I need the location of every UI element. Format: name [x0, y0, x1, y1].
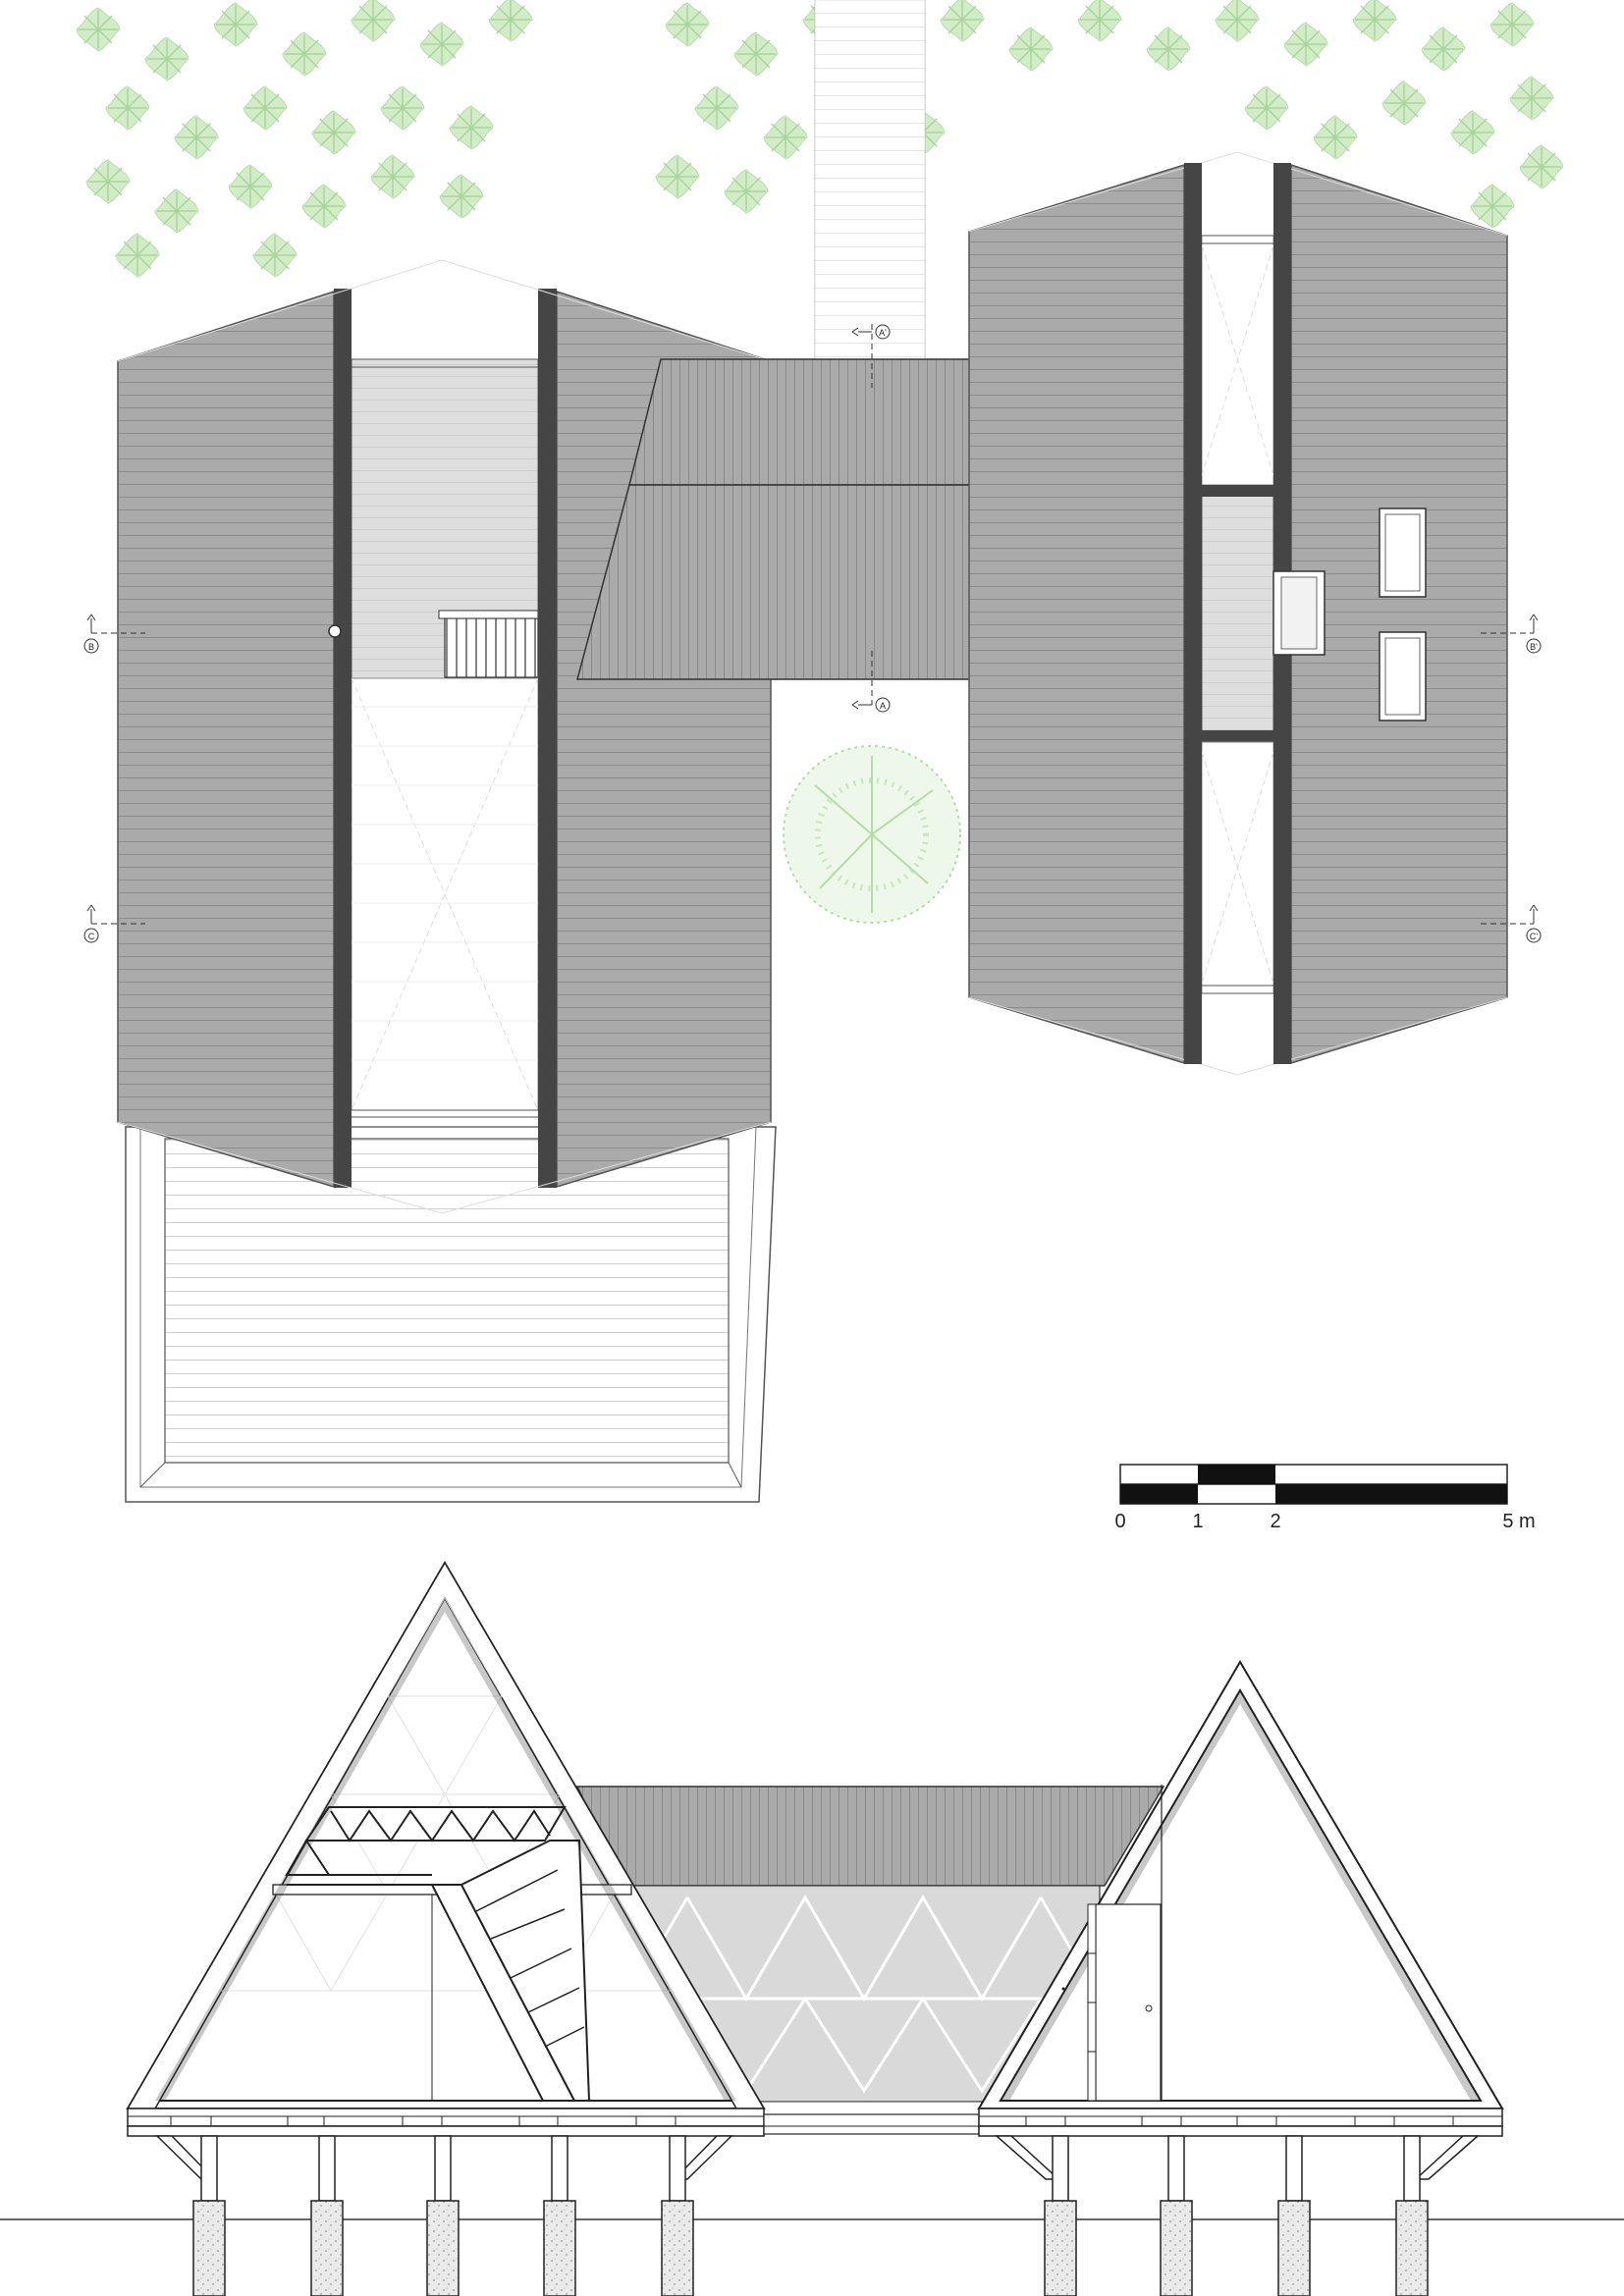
right-floor-platform: [978, 2108, 1503, 2137]
connector-roof: [575, 1786, 1165, 1887]
left-building-plan: [117, 259, 777, 1503]
section-label-c-left: C: [88, 932, 95, 941]
right-interior-door: [1095, 1903, 1162, 2102]
section-marker-b-right: B': [1481, 614, 1542, 654]
boardwalk-path: [814, 0, 926, 362]
left-stair-plan: [444, 617, 539, 678]
left-deck-plan: [125, 1126, 777, 1503]
scale-segment-1-2-top: [1198, 1465, 1275, 1484]
right-a-frame: [977, 1660, 1504, 2109]
footing: [426, 2200, 460, 2296]
section-marker-c-left: C: [83, 904, 145, 943]
scale-label-0: 0: [1114, 1511, 1125, 1532]
left-a-frame: [126, 1561, 766, 2109]
right-building-plan: [968, 151, 1508, 1076]
foundation-posts: [155, 2135, 1480, 2296]
section-marker-c-right: C': [1481, 904, 1542, 943]
skylight-south: [1379, 631, 1427, 721]
footing: [192, 2200, 226, 2296]
skylight-north: [1379, 507, 1427, 598]
section-label-a-top: A': [879, 328, 887, 338]
left-ridge-beam-east: [538, 289, 557, 1188]
scale-label-5m: 5 m: [1502, 1511, 1535, 1532]
scale-label-1: 1: [1192, 1511, 1203, 1532]
section-elevation: [0, 1561, 1624, 2296]
section-marker-b-left: B: [83, 614, 145, 654]
section-marker-a-top: A': [851, 324, 891, 388]
right-roof-west-plane: [968, 163, 1185, 1065]
footing: [1044, 2200, 1077, 2296]
left-ridge-beam-west: [334, 289, 352, 1188]
scale-bar: 0 1 2 5 m: [1114, 1464, 1536, 1532]
section-label-c-right: C': [1530, 932, 1538, 941]
section-marker-a-bottom: A: [851, 651, 891, 713]
scale-label-2: 2: [1270, 1511, 1280, 1532]
section-label-a-bottom: A: [880, 701, 886, 711]
scale-segment-2-5-bottom: [1275, 1484, 1507, 1504]
right-ridge-beam-west: [1184, 163, 1202, 1064]
section-label-b-left: B: [88, 642, 94, 652]
left-diagonal-truss: [430, 1840, 591, 2102]
scale-segment-0-1-bottom: [1120, 1484, 1198, 1504]
left-floor-platform: [127, 2108, 765, 2137]
footing: [1395, 2200, 1429, 2296]
right-glazed-bay: [1201, 495, 1274, 732]
vegetation-group: [76, 0, 1564, 924]
left-mezzanine-truss: [285, 1806, 567, 1886]
footing: [1160, 2200, 1193, 2296]
column-marker-icon: [328, 624, 342, 638]
section-markers: A' A B B': [83, 324, 1542, 943]
footing: [1277, 2200, 1311, 2296]
courtyard-tree-icon: [783, 745, 961, 924]
footing: [661, 2200, 694, 2296]
footing: [310, 2200, 344, 2296]
footing: [543, 2200, 576, 2296]
central-floor-platform: [763, 2113, 980, 2135]
door-handle-icon: [1145, 2004, 1153, 2012]
left-roof-west-plane: [117, 290, 335, 1189]
section-label-b-right: B': [1530, 642, 1538, 652]
